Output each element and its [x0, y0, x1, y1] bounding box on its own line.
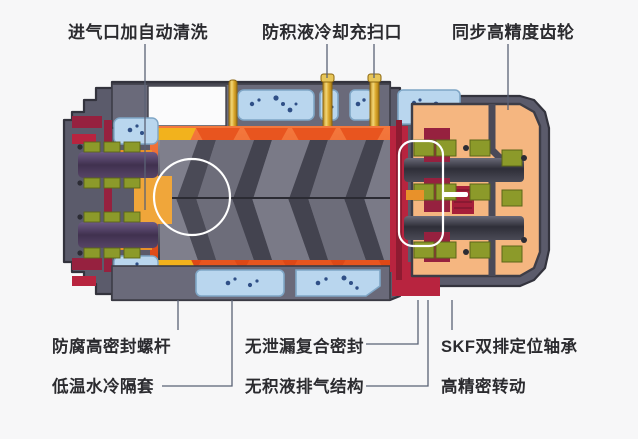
- rotor-flights-lower: [160, 198, 392, 260]
- left-seal-assembly: [72, 116, 172, 286]
- inlet-cavity: [147, 85, 227, 127]
- label-leakfree-seal: 无泄漏复合密封: [245, 338, 364, 356]
- label-skf-bearing: SKF双排定位轴承: [441, 338, 578, 356]
- coolant-chamber-bottom-right: [295, 269, 381, 297]
- coolant-chamber-bottom-left: [195, 269, 285, 297]
- spacer-pin: [442, 192, 468, 197]
- seal-rect-highlight: [397, 139, 445, 248]
- label-high-precision-rotate: 高精密转动: [441, 378, 526, 396]
- leader-lines: [144, 44, 509, 387]
- label-sync-precision-gear: 同步高精度齿轮: [452, 23, 575, 42]
- cooling-jacket-top: [111, 83, 461, 129]
- label-no-liquid-exhaust: 无积液排气结构: [245, 378, 364, 396]
- screw-rotor-circle-highlight: [152, 157, 232, 237]
- purge-port-right: [367, 73, 382, 135]
- gear-bearing-housing: [404, 102, 542, 278]
- purge-port-left: [320, 73, 335, 135]
- purge-port-far-left: [228, 79, 238, 133]
- shaft-key: [406, 190, 424, 200]
- label-anti-corrosion-screw: 防腐高密封螺杆: [52, 338, 171, 356]
- leader-leakfree-seal: [366, 300, 419, 345]
- cooling-jacket-bottom: [111, 265, 391, 301]
- leader-low-temp-jacket: [162, 300, 233, 387]
- label-anti-liquid-purge: 防积液冷却充扫口: [262, 23, 402, 42]
- coolant-bubbles-bottom: [225, 275, 359, 290]
- screw-rotors: [158, 140, 392, 260]
- leader-no-liquid-exhaust: [366, 300, 429, 387]
- drive-shaft-lower: [404, 216, 524, 240]
- drive-shaft-upper: [404, 158, 524, 182]
- label-low-temp-jacket: 低温水冷隔套: [52, 378, 154, 396]
- rotor-flights-upper: [160, 140, 392, 202]
- label-inlet-auto-clean: 进气口加自动清洗: [68, 23, 208, 42]
